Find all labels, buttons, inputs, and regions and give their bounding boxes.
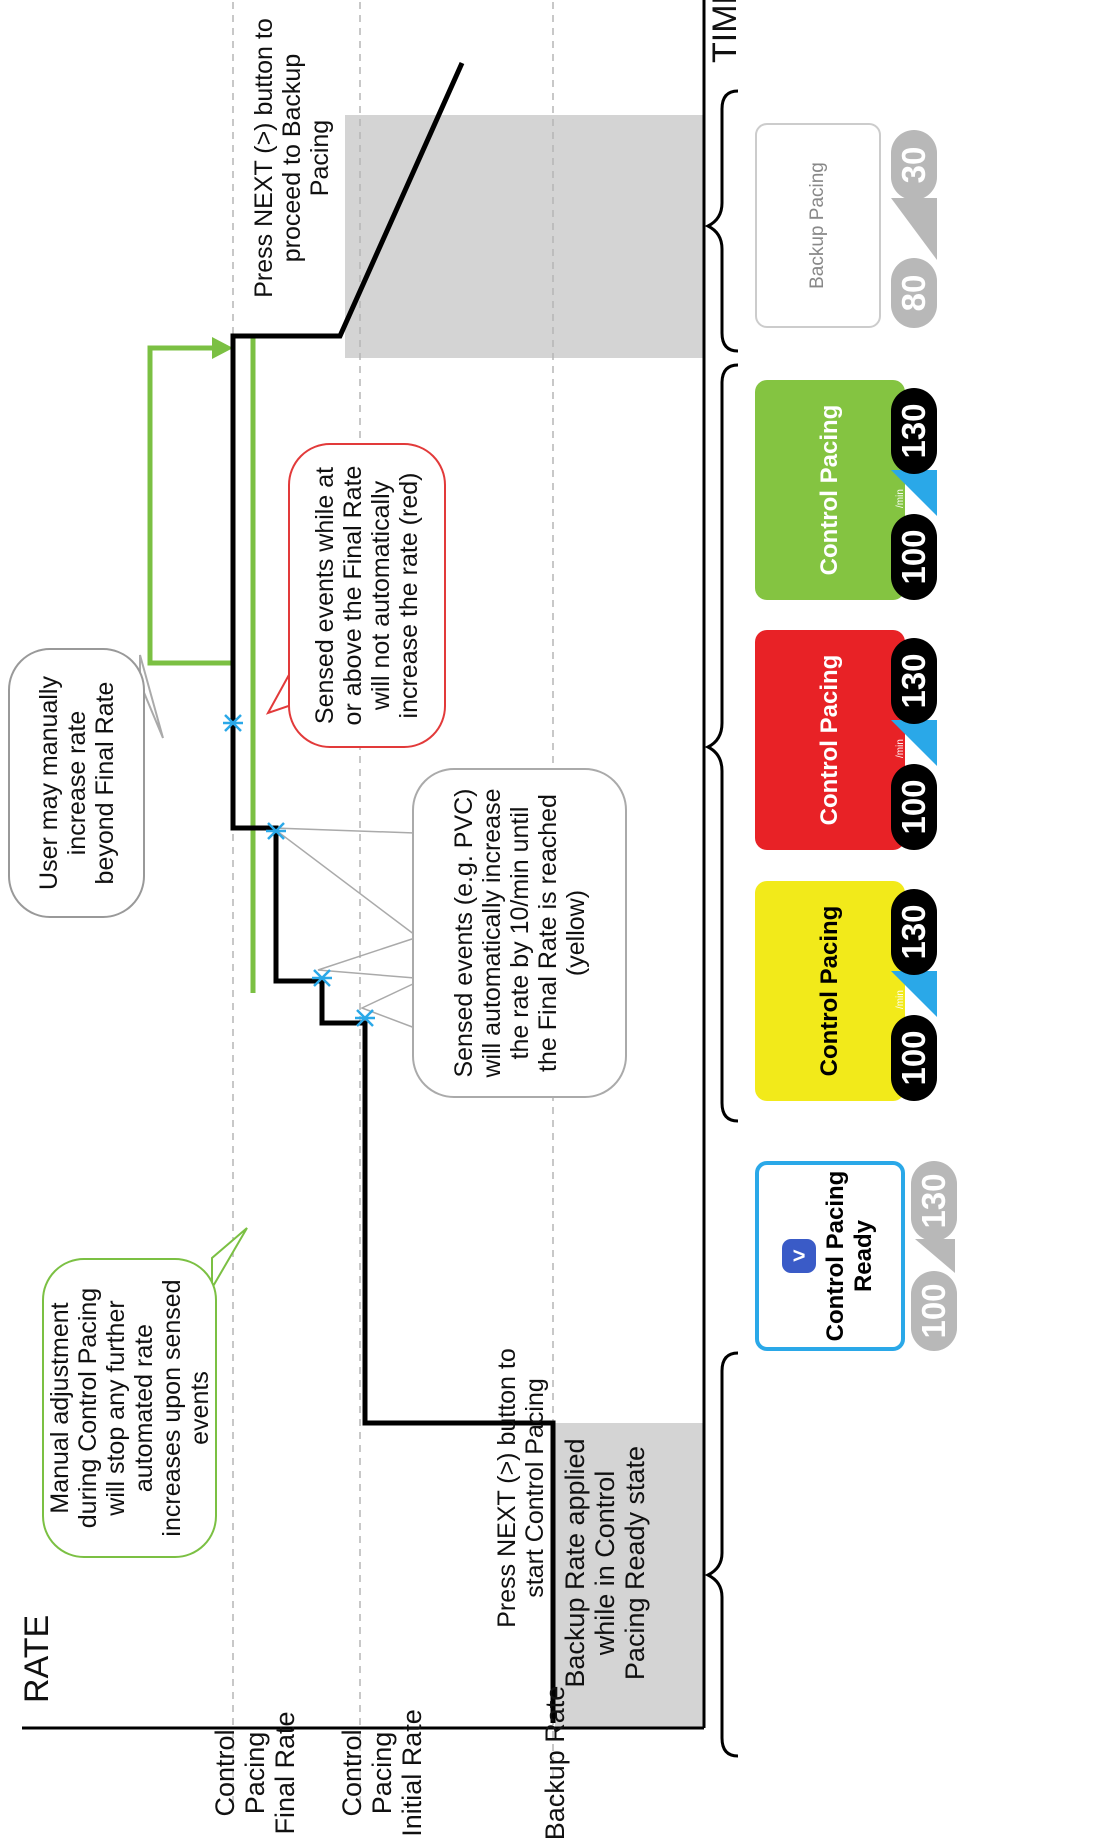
ready-phase-brace <box>704 1351 739 1758</box>
backup-ready-shade <box>555 1423 704 1728</box>
sensed-events-bubble: Sensed events (e.g. PVC) will automatica… <box>412 768 627 1098</box>
sensed-event-markers <box>223 714 375 1027</box>
device-left-value: 100 <box>891 1015 937 1101</box>
sensed-bubble-tails <box>270 827 416 1029</box>
device-title: Control Pacing <box>816 654 844 826</box>
final-rate-level-label: Control Pacing Final Rate <box>210 1711 301 1835</box>
device-card: Control Pacing <box>755 380 905 600</box>
device-right-value: 130 <box>911 1161 957 1241</box>
device-left-value: 100 <box>911 1271 957 1351</box>
backup-phase-brace <box>704 89 739 353</box>
backup-rate-level-label: Backup Rate <box>540 1685 570 1841</box>
device-card: Backup Pacing <box>755 123 881 328</box>
sensed-marker <box>266 822 286 840</box>
control-phase-brace <box>704 363 739 1123</box>
manual-increase-bubble-tail <box>139 654 164 739</box>
start-control-pacing-note: Press NEXT (>) button to start Control P… <box>493 1348 549 1628</box>
sensed-marker <box>223 714 243 732</box>
initial-rate-level-label: Control Pacing Initial Rate <box>337 1709 428 1837</box>
backup-pacing-shade <box>345 115 704 358</box>
manual-adjust-bubble-tail <box>211 1227 248 1292</box>
device-control-pacing-green: Control Pacing 100 /min 130 <box>755 380 945 600</box>
sensed-marker <box>312 969 332 987</box>
at-final-rate-bubble: Sensed events while at or above the Fina… <box>288 443 446 748</box>
device-control-pacing-yellow: Control Pacing 100 /min 130 <box>755 881 945 1101</box>
device-unit: /min <box>895 990 906 1009</box>
device-card: Control Pacing <box>755 630 905 850</box>
next-chevron-icon: > <box>782 1239 817 1273</box>
device-left-value: 100 <box>891 514 937 600</box>
backup-rate-note: Backup Rate applied while in Control Pac… <box>560 1438 651 1688</box>
device-title: Control Pacing <box>816 905 844 1077</box>
proceed-backup-pacing-note: Press NEXT (>) button to proceed to Back… <box>250 18 334 298</box>
device-backup-pacing: Backup Pacing 80 /min 30 <box>755 123 945 328</box>
device-card: > Control Pacing Ready <box>755 1161 905 1351</box>
device-unit: /min <box>895 233 906 252</box>
manual-increase-arrowhead <box>212 337 233 359</box>
device-right-value: 30 <box>891 130 937 200</box>
device-right-value: 130 <box>891 638 937 724</box>
device-right-value: 130 <box>891 388 937 474</box>
device-unit: /min <box>895 739 906 758</box>
device-title: Control Pacing <box>816 404 844 576</box>
manual-increase-path <box>147 345 233 666</box>
device-title: Backup Pacing <box>807 162 829 289</box>
device-unit: /min <box>895 489 906 508</box>
time-axis-label: TIME <box>706 0 744 63</box>
manual-adjust-bubble: Manual adjustment during Control Pacing … <box>42 1258 217 1558</box>
device-control-pacing-red: Control Pacing 100 /min 130 <box>755 630 945 850</box>
device-control-pacing-ready: > Control Pacing Ready 100 /min 130 <box>755 1161 957 1351</box>
sensed-marker <box>355 1009 375 1027</box>
rate-axis-label: RATE <box>18 1614 56 1703</box>
device-unit: /min <box>915 1250 926 1269</box>
phase-braces <box>704 89 739 1758</box>
device-card: Control Pacing <box>755 881 905 1101</box>
manual-increase-bubble: User may manually increase rate beyond F… <box>8 648 145 918</box>
device-right-value: 130 <box>891 889 937 975</box>
rate-path <box>230 61 556 1723</box>
device-left-value: 100 <box>891 764 937 850</box>
device-left-value: 80 <box>891 258 937 328</box>
device-title: Control Pacing Ready <box>822 1170 877 1342</box>
